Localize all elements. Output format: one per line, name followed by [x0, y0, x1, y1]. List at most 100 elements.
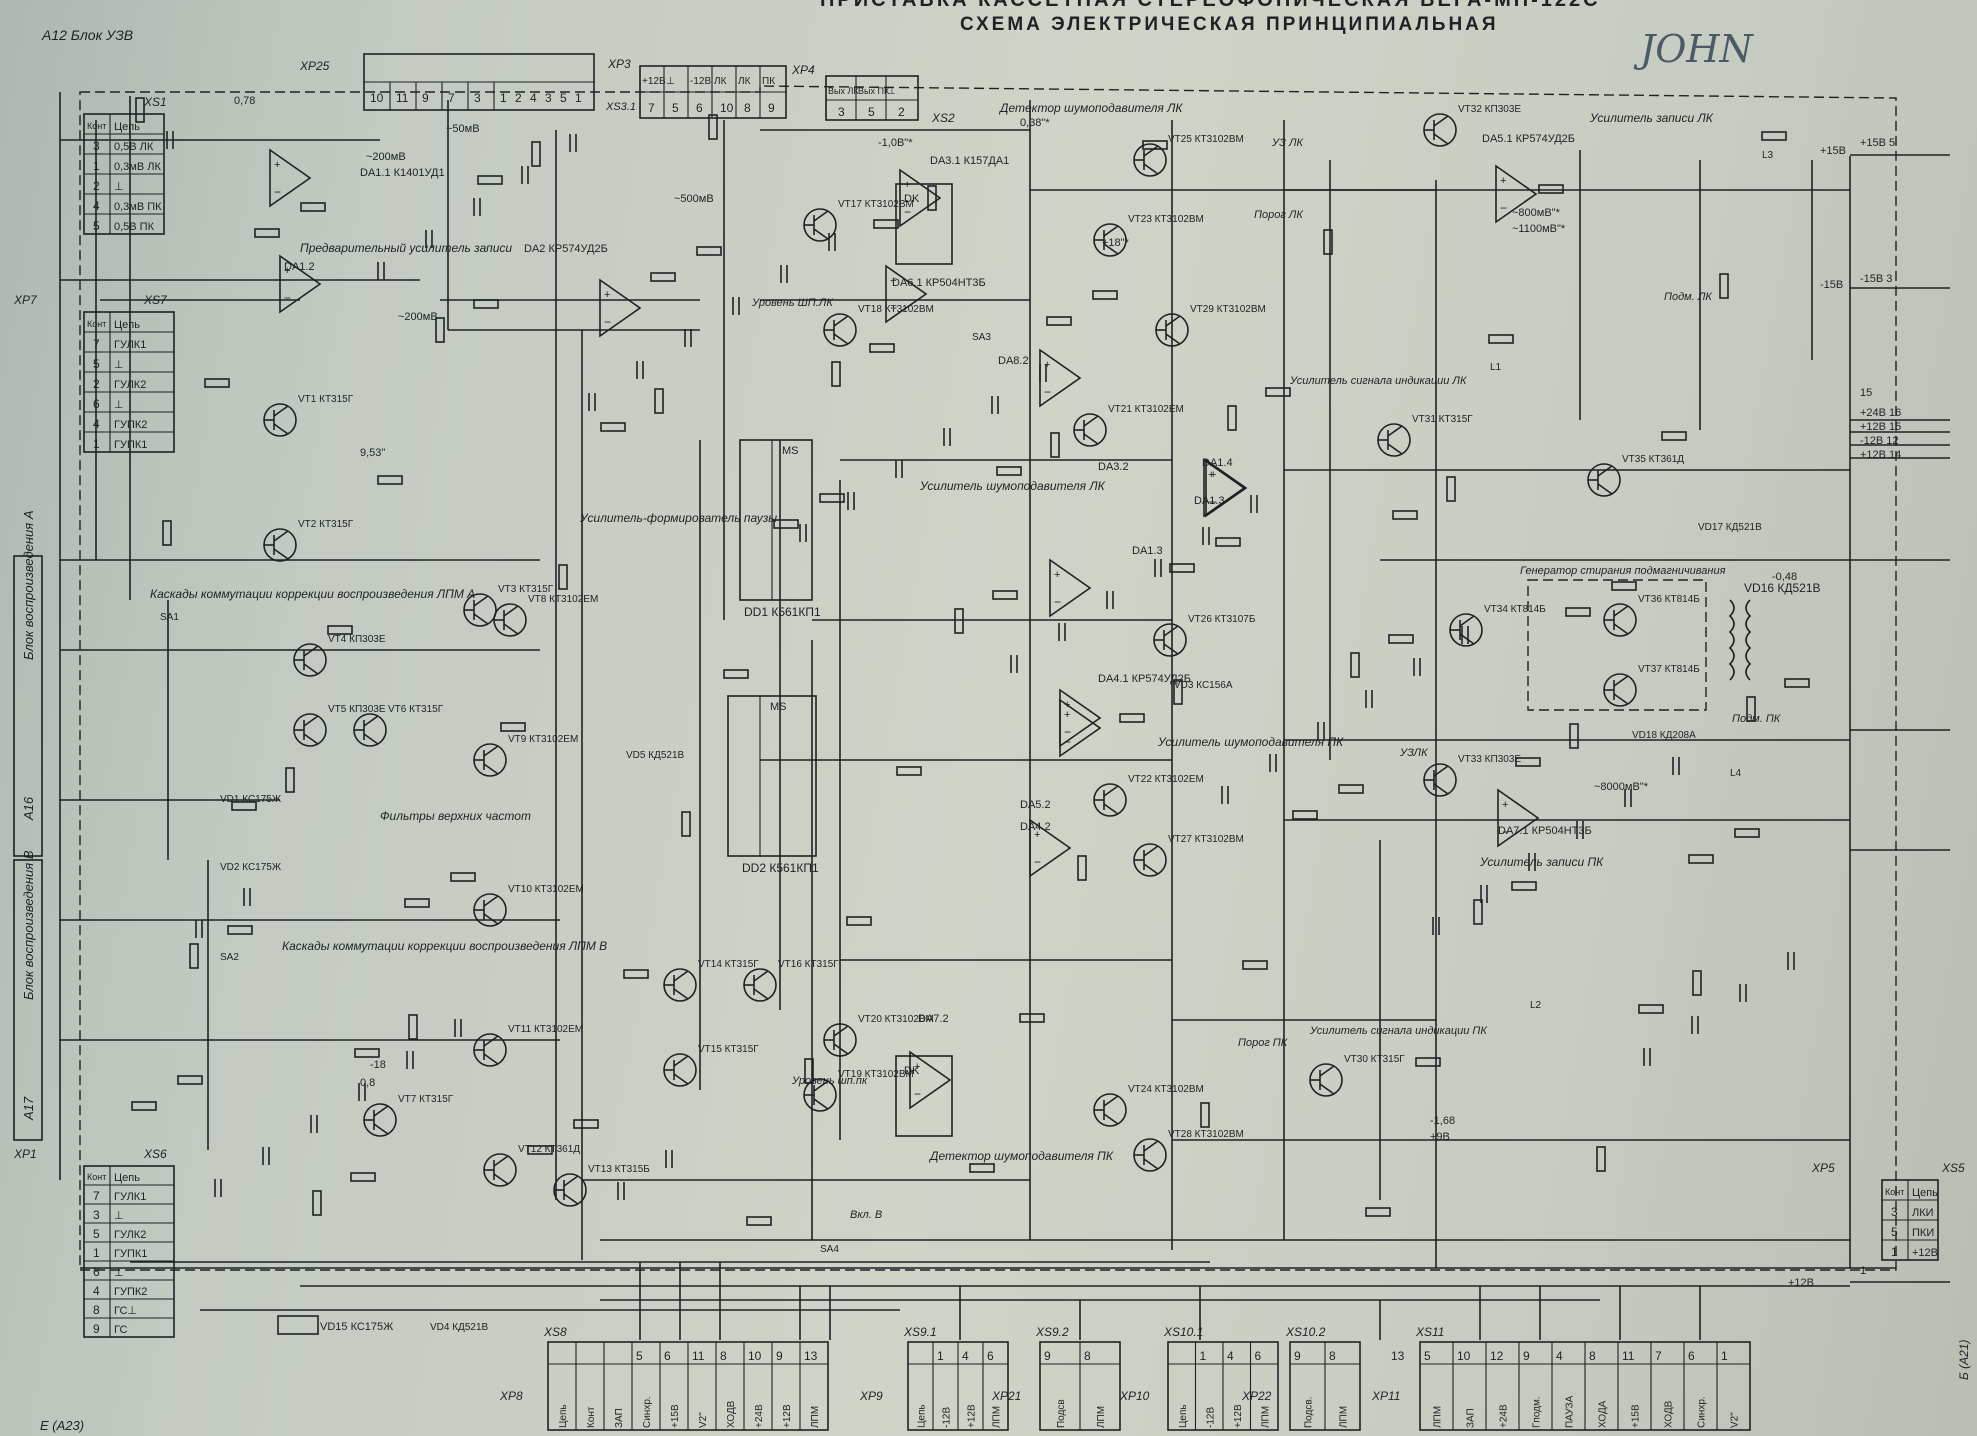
voltage-note: ~500мВ [674, 193, 714, 205]
transistor-symbol [493, 603, 527, 637]
transistor-symbol [1073, 413, 1107, 447]
bottom-connector-signal: Синхр. [642, 1396, 653, 1428]
transistor-symbol [1133, 1138, 1167, 1172]
section-label: УЗ ЛК [1271, 137, 1304, 149]
resistor-symbol [1746, 696, 1756, 722]
capacitor-symbol [473, 198, 481, 216]
transistor-label: VT28 КТ3102ВМ [1168, 1129, 1244, 1140]
transistor-label: VT8 КТ3102ЕМ [528, 594, 598, 605]
opamp-symbol: +− [1029, 818, 1072, 878]
corner-label-e: Е (А23) [40, 1418, 84, 1433]
resistor-symbol [1569, 723, 1579, 749]
voltage-note: -18 [370, 1059, 386, 1071]
transistor-symbol [293, 643, 327, 677]
bottom-connector-pin: 11 [692, 1349, 705, 1363]
transistor-label: VT9 КТ3102ЕМ [508, 734, 578, 745]
opamp-symbol: +− [599, 278, 642, 338]
resistor-symbol [1761, 131, 1787, 141]
transistor-symbol [1093, 223, 1127, 257]
opamp-symbol: +− [1049, 558, 1092, 618]
transistor-symbol [1133, 843, 1167, 877]
bottom-connector-pin: 10 [1457, 1349, 1471, 1363]
bottom-connector-signal: Синхр. [1697, 1396, 1708, 1428]
chip-dd2: MS DD2 К561КП1 [727, 695, 819, 875]
bottom-connector-pin: 6 [664, 1349, 671, 1363]
capacitor-symbol [1432, 917, 1440, 935]
svg-text:MS: MS [782, 445, 799, 457]
table-pin-cell: 1 [1891, 1245, 1898, 1259]
section-label: Детектор шумоподавителя ПК [928, 1149, 1114, 1163]
rail-label: -15В 3 [1860, 273, 1892, 285]
table-signal-cell: 0,3мВ ПК [114, 201, 162, 213]
bottom-connector-signal: ЛПМ [1096, 1406, 1107, 1428]
opamp-symbol: +− [909, 1050, 952, 1110]
xp25-pin: 2 [515, 91, 522, 105]
transistor-symbol [1093, 783, 1127, 817]
table-signal-cell: ГУЛК1 [114, 1191, 146, 1203]
resistor-symbol [723, 669, 749, 679]
bottom-connector-signal: +12В [782, 1404, 793, 1428]
capacitor-symbol [943, 428, 951, 446]
resistor-symbol [473, 299, 499, 309]
transformer-tv1: VD16 КД521В [1728, 581, 1821, 681]
resistor-symbol [1719, 273, 1729, 299]
resistor-symbol [312, 1190, 322, 1216]
resistor-symbol [227, 925, 253, 935]
table-connector-ref: XP7 [13, 293, 38, 307]
capacitor-symbol [636, 361, 644, 379]
transistor-label: VT1 КТ315Г [298, 394, 354, 405]
resistor-symbol [896, 766, 922, 776]
resistor-symbol [135, 97, 145, 123]
table-signal-cell: ЛКИ [1912, 1207, 1934, 1219]
bottom-connector-signal: Подсв [1056, 1399, 1067, 1428]
resistor-symbol [1734, 828, 1760, 838]
table-connector-id: XS1 [143, 95, 167, 109]
table-signal-cell: 0,5В ПК [114, 221, 155, 233]
rail-label: +12В [1788, 1277, 1814, 1289]
transistor-symbol [293, 713, 327, 747]
resistor-symbol [1338, 784, 1364, 794]
section-label: Порог ПК [1238, 1037, 1288, 1049]
transistor-label: VT14 КТ315Г [698, 959, 759, 970]
table-signal-cell: ГС [114, 1324, 127, 1336]
resistor-symbol [1119, 713, 1145, 723]
xs2-pin: 3 [838, 105, 845, 119]
misc-component-label: VD1 КС175Ж [220, 794, 282, 805]
rail-label: +24В 16 [1860, 407, 1901, 419]
transistor-symbol [483, 1153, 517, 1187]
table-header-cell: Конт [1885, 1187, 1904, 1197]
svg-text:+: + [914, 1061, 920, 1073]
svg-text:+: + [1502, 799, 1508, 811]
bottom-connector-pin: 8 [1589, 1349, 1596, 1363]
capacitor-symbol [1787, 952, 1795, 970]
bottom-connector-id: XS9.2 [1035, 1325, 1069, 1339]
transistor-label: VT20 КТ3102ВМ [858, 1014, 934, 1025]
resistor-symbol [1511, 881, 1537, 891]
transistor-label: VT29 КТ3102ВМ [1190, 304, 1266, 315]
table-pin-cell: 5 [1891, 1225, 1898, 1239]
resistor-symbol [1596, 1146, 1606, 1172]
section-label: УЗЛК [1399, 747, 1428, 759]
bottom-connector-pin: 5 [1424, 1349, 1431, 1363]
bottom-connector-signal: ХОДА [1598, 1400, 1609, 1428]
svg-text:−: − [1210, 495, 1217, 509]
bottom-connector-pin: 10 [748, 1349, 762, 1363]
transistor-label: VT7 КТ315Г [398, 1094, 454, 1105]
table-pin-cell: 8 [93, 1303, 100, 1317]
table-signal-cell: ⊥ [114, 1267, 124, 1279]
capacitor-symbol [780, 265, 788, 283]
section-label: Усилитель шумоподавителя ЛК [919, 479, 1106, 493]
svg-text:−: − [604, 315, 611, 329]
bottom-connector-signal: ЛПМ [992, 1406, 1003, 1428]
transistor-symbol [473, 1033, 507, 1067]
transistor-symbol [553, 1173, 587, 1207]
bottom-connector-signal: +24В [754, 1404, 765, 1428]
transistor-label: VT33 КП303Е [1458, 754, 1521, 765]
voltage-note: +18"* [1102, 237, 1130, 249]
capacitor-symbol [1221, 786, 1229, 804]
transistor-symbol [1155, 313, 1189, 347]
